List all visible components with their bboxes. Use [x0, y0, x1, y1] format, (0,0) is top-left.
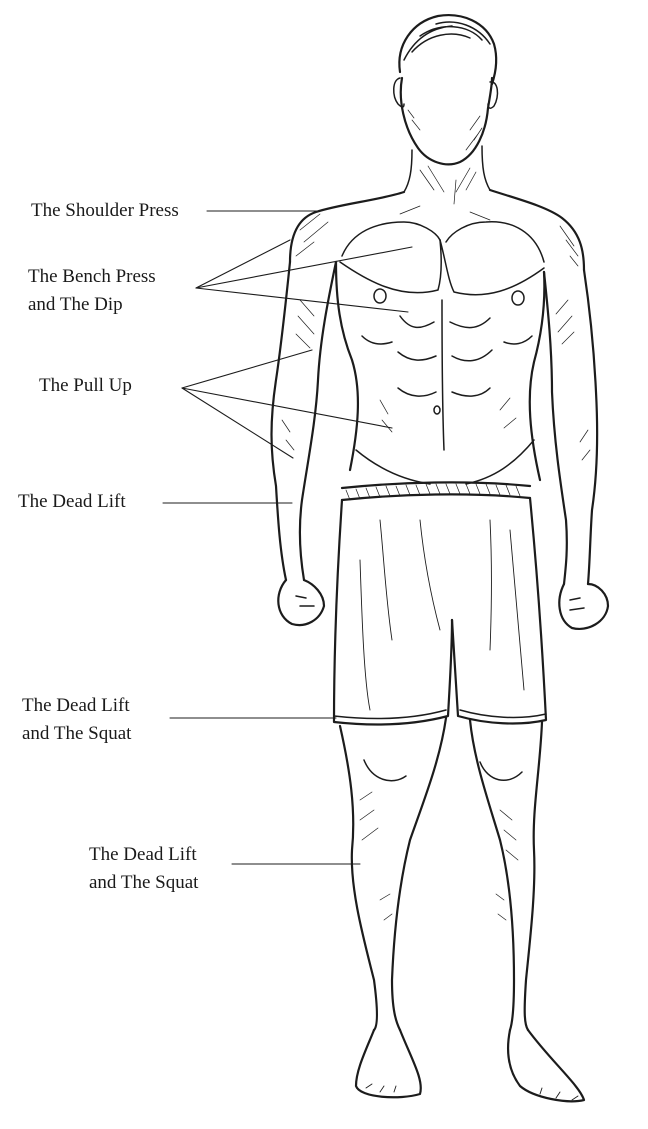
leader-pullup-1: [182, 350, 312, 388]
leader-lines: [163, 211, 412, 864]
label-bench-press-and-dip: The Bench Press and The Dip: [28, 263, 156, 319]
label-thigh-dead-lift-and-squat: The Dead Lift and The Squat: [22, 692, 131, 748]
legs-drawing: [340, 718, 584, 1101]
neck-drawing: [404, 146, 490, 204]
label-dead-lift: The Dead Lift: [18, 488, 126, 516]
label-pull-up: The Pull Up: [39, 372, 132, 400]
head-drawing: [394, 15, 498, 164]
leader-bench-1: [196, 240, 290, 288]
leader-bench-2: [196, 247, 412, 288]
arms-drawing: [272, 262, 609, 629]
label-calf-dead-lift-and-squat: The Dead Lift and The Squat: [89, 841, 198, 897]
shorts-drawing: [334, 482, 546, 724]
torso-drawing: [290, 190, 584, 484]
label-shoulder-press: The Shoulder Press: [31, 197, 179, 225]
